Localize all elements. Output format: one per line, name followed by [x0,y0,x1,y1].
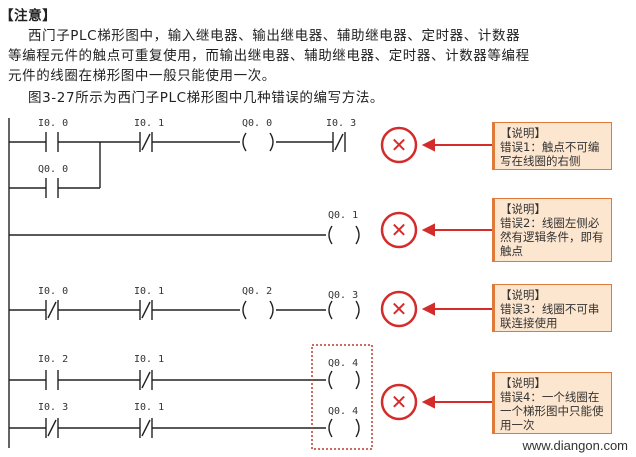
coil-label: Q0. 4 [328,358,358,369]
note-text: 错误3：线圈不可串联连接使用 [500,302,600,330]
error-marker-4: ✕ [380,383,418,421]
error-marker-3: ✕ [380,290,418,328]
error-x-icon: ✕ [391,390,408,414]
error-marker-1: ✕ [380,126,418,164]
note-title: 【说明】 [500,202,546,216]
error-x-icon: ✕ [391,297,408,321]
contact-label: Q0. 0 [38,164,68,175]
contact-label: I0. 1 [134,354,164,365]
contact-label: I0. 1 [134,286,164,297]
note-box-3: 【说明】 错误3：线圈不可串联连接使用 [492,284,612,332]
figure-caption: 图3-27所示为西门子PLC梯形图中几种错误的编写方法。 [28,90,385,106]
rung-1-labels: I0. 0 I0. 1 Q0. 0 I0. 3 Q0. 0 [38,118,356,175]
coil-label: Q0. 0 [242,118,272,129]
contact-label: I0. 3 [38,402,68,413]
rung-4-labels: I0. 2 I0. 1 Q0. 4 I0. 3 I0. 1 Q0. 4 [38,354,358,417]
note-box-1: 【说明】 错误1：触点不可编写在线圈的右侧 [492,122,612,170]
note-box-4: 【说明】 错误4：一个线圈在一个梯形图中只能使用一次 [492,372,612,434]
rung-2-labels: Q0. 1 [328,210,358,221]
note-text: 错误2：线圈左侧必然有逻辑条件，即有触点 [500,216,604,258]
error-marker-2: ✕ [380,211,418,249]
contact-label: I0. 3 [326,118,356,129]
contact-label: I0. 0 [38,118,68,129]
error-x-icon: ✕ [391,218,408,242]
coil-label: Q0. 4 [328,406,358,417]
note-line-2: 等编程元件的触点可重复使用，而输出继电器、辅助继电器、定时器、计数器等编程 [8,48,530,64]
contact-label: I0. 2 [38,354,68,365]
note-text: 错误1：触点不可编写在线圈的右侧 [500,140,600,168]
note-line-1: 西门子PLC梯形图中，输入继电器、输出继电器、辅助继电器、定时器、计数器 [28,28,521,44]
contact-label: I0. 1 [134,402,164,413]
duplicate-coil-frame [311,344,373,450]
coil-label: Q0. 3 [328,290,358,301]
error-x-icon: ✕ [391,133,408,157]
note-box-2: 【说明】 错误2：线圈左侧必然有逻辑条件，即有触点 [492,198,612,262]
contact-label: I0. 1 [134,118,164,129]
note-text: 错误4：一个线圈在一个梯形图中只能使用一次 [500,390,604,432]
note-title: 【说明】 [500,376,546,390]
note-title: 【说明】 [500,288,546,302]
contact-label: I0. 0 [38,286,68,297]
note-heading: 【注意】 [0,8,57,24]
rung-3-labels: I0. 0 I0. 1 Q0. 2 Q0. 3 [38,286,358,301]
coil-label: Q0. 1 [328,210,358,221]
note-title: 【说明】 [500,126,546,140]
coil-label: Q0. 2 [242,286,272,297]
watermark: www.diangon.com [522,438,629,453]
note-line-3: 元件的线圈在梯形图中一般只能使用一次。 [8,68,276,84]
